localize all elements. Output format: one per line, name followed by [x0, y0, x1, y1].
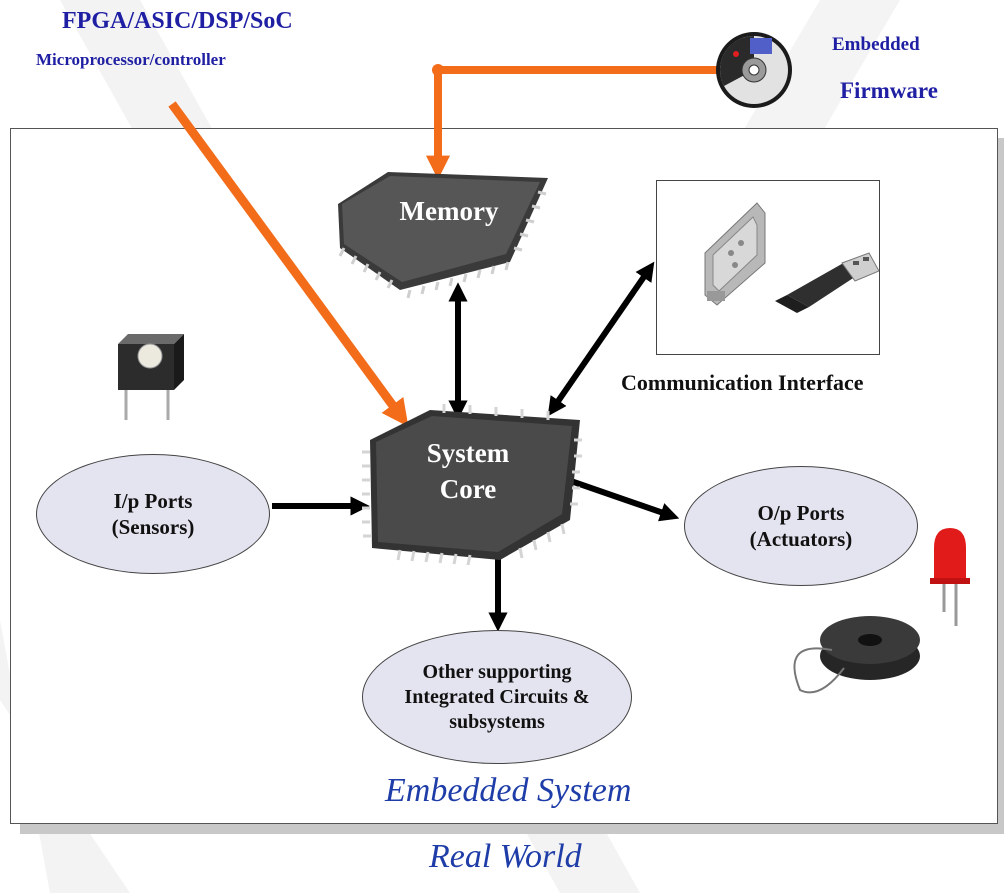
real-world-label: Real World — [429, 838, 582, 875]
firmware-disc-icon — [716, 32, 792, 108]
memory-chip-icon — [338, 172, 548, 299]
push-button-sensor-icon — [118, 334, 184, 420]
other-ics-line3: subsystems — [449, 710, 545, 733]
output-ports-sublabel: (Actuators) — [749, 527, 853, 551]
processor-to-core-arrow — [168, 101, 409, 427]
input-ports-sublabel: (Sensors) — [111, 515, 195, 539]
communication-interface-label: Communication Interface — [621, 370, 864, 395]
firmware-label-line2: Firmware — [840, 78, 938, 103]
comm-core-arrow — [547, 261, 655, 417]
db9-connector-icon — [704, 202, 766, 306]
output-ports-node: O/p Ports (Actuators) — [684, 466, 918, 586]
core-output-arrow — [567, 477, 680, 522]
communication-interface-box — [656, 180, 880, 355]
input-ports-node: I/p Ports (Sensors) — [36, 454, 270, 574]
other-ics-line1: Other supporting — [422, 660, 572, 683]
other-ics-line2: Integrated Circuits & — [404, 685, 590, 708]
system-core-label-line1: System — [426, 438, 510, 468]
firmware-to-memory-arrow — [426, 66, 718, 180]
system-core-label-line2: Core — [439, 474, 497, 504]
usb-plug-icon — [775, 252, 880, 313]
output-ports-label: O/p Ports — [757, 500, 845, 525]
memory-label: Memory — [399, 196, 499, 226]
firmware-label-line1: Embedded — [832, 34, 920, 55]
system-core-chip-icon — [362, 404, 582, 566]
embedded-system-label: Embedded System — [385, 772, 632, 809]
buzzer-actuator-icon — [793, 616, 920, 694]
connectors-illustration — [704, 202, 880, 313]
input-ports-label: I/p Ports — [113, 488, 193, 513]
other-ics-node: Other supporting Integrated Circuits & s… — [362, 630, 632, 764]
processor-types-subtitle: Microprocessor/controller — [36, 50, 226, 69]
led-actuator-icon — [930, 528, 970, 626]
processor-types-title: FPGA/ASIC/DSP/SoC — [62, 8, 293, 34]
